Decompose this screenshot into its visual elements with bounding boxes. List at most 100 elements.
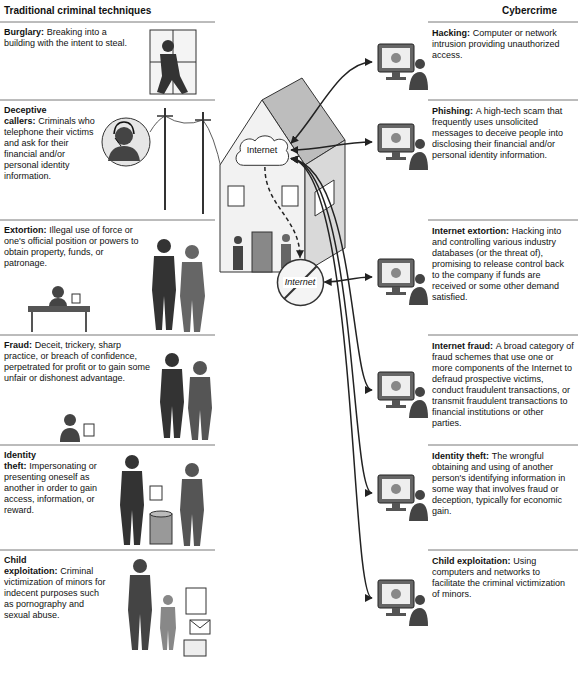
burglar-figure xyxy=(150,30,196,94)
house-illustration xyxy=(233,246,243,270)
cybercrime-entry: Child exploitation:Using computers and n… xyxy=(372,550,578,673)
fraud-scene xyxy=(165,353,179,367)
identity-theft-scene xyxy=(150,514,172,544)
connector-arrow xyxy=(265,167,300,258)
entry-term: Hacking: xyxy=(432,28,470,38)
crossed-circle-outline xyxy=(277,259,323,305)
row-divider xyxy=(428,100,578,101)
traditional-crime-entry: Child exploitation:Criminal victimizatio… xyxy=(4,555,110,621)
row-divider xyxy=(428,220,578,221)
computer-user-icon xyxy=(378,372,428,418)
entry-term: Identity theft: xyxy=(432,451,489,461)
identity-theft-scene xyxy=(150,486,162,500)
caller-figure xyxy=(115,138,121,146)
connector-arrow xyxy=(291,159,372,494)
extortion-scene xyxy=(49,298,67,306)
caller-figure xyxy=(108,146,140,161)
burglar-figure xyxy=(150,30,196,94)
child-exploitation-scene xyxy=(190,620,210,634)
extortion-scene xyxy=(31,312,33,332)
computer-user-icon xyxy=(378,259,428,305)
burglar-figure xyxy=(162,40,174,52)
row-divider xyxy=(0,335,215,336)
child-exploitation-scene xyxy=(128,559,210,656)
computer-user-icon xyxy=(378,124,428,170)
extortion-scene xyxy=(85,312,87,332)
fraud-scene xyxy=(160,369,184,438)
house-illustration xyxy=(252,232,272,272)
fraud-scene xyxy=(60,428,80,442)
identity-theft-scene xyxy=(150,511,172,517)
entry-definition: Hacking into and controlling various ind… xyxy=(432,226,564,302)
child-exploitation-scene xyxy=(128,575,152,650)
house-illustration xyxy=(220,100,305,272)
extortion-scene xyxy=(152,256,176,330)
computer-user-icon xyxy=(378,475,428,521)
identity-theft-scene xyxy=(120,471,144,545)
telephone-pole xyxy=(164,108,166,210)
extortion-scene xyxy=(28,306,90,312)
extortion-scene xyxy=(52,286,64,298)
entry-term: Child exploitation: xyxy=(4,555,58,576)
house-illustration xyxy=(282,234,290,242)
house-illustration xyxy=(228,186,244,206)
caller-figure xyxy=(102,118,150,166)
computer-user-icon xyxy=(378,44,428,626)
telephone-pole xyxy=(202,112,204,214)
extortion-scene xyxy=(72,294,80,303)
cybercrime-entry: Internet extortion:Hacking into and cont… xyxy=(372,220,578,335)
telephone-pole xyxy=(150,116,222,172)
fraud-scene xyxy=(84,424,94,436)
identity-theft-scene xyxy=(120,455,204,546)
child-exploitation-scene xyxy=(184,640,206,656)
row-divider xyxy=(0,445,215,446)
cybercrime-entry: Internet fraud:A broad category of fraud… xyxy=(372,335,578,445)
node-label: Internet xyxy=(247,145,278,156)
caller-figure xyxy=(102,118,150,166)
identity-theft-scene xyxy=(180,479,204,546)
row-divider xyxy=(0,22,215,23)
child-exploitation-scene xyxy=(160,607,176,650)
extortion-scene xyxy=(185,245,199,259)
entry-term: Child exploitation: xyxy=(432,556,511,566)
row-divider xyxy=(428,550,578,551)
computer-user-icon xyxy=(378,44,428,90)
column-heading: Cybercrime xyxy=(502,5,557,17)
cloud-outline xyxy=(236,136,289,165)
extortion-scene xyxy=(180,262,205,332)
caller-figure xyxy=(115,127,133,145)
child-exploitation-scene xyxy=(163,595,173,605)
entry-term: Internet extortion: xyxy=(432,226,509,236)
entry-definition: A broad category of fraud schemes that u… xyxy=(432,341,574,428)
computer-user-icon xyxy=(378,580,428,626)
traditional-crime-entry: Extortion:Illegal use of force or one's … xyxy=(4,225,140,269)
house-illustration xyxy=(220,78,345,272)
row-divider xyxy=(428,445,578,446)
row-divider xyxy=(428,22,578,23)
connector-arrow xyxy=(291,142,372,150)
entry-term: Phishing: xyxy=(432,106,473,116)
burglar-figure xyxy=(157,54,188,94)
row-divider xyxy=(0,220,215,221)
traditional-crime-entry: Deceptive callers:Criminals who telephon… xyxy=(4,105,98,182)
cybercrime-entry: Hacking:Computer or network intrusion pr… xyxy=(372,22,578,100)
row-divider xyxy=(0,100,215,101)
entry-term: Internet fraud: xyxy=(432,341,493,351)
column-heading: Traditional criminal techniques xyxy=(4,5,151,17)
fraud-scene xyxy=(64,414,76,426)
node-label: Internet xyxy=(283,277,318,288)
identity-theft-scene xyxy=(185,463,199,477)
entry-term: Fraud: xyxy=(4,340,32,350)
house-illustration xyxy=(282,186,298,206)
connector-arrow xyxy=(291,62,372,143)
connector-arrow xyxy=(291,159,372,599)
child-exploitation-scene xyxy=(186,588,206,614)
traditional-crime-entry: Burglary:Breaking into a building with t… xyxy=(4,27,132,49)
row-divider xyxy=(0,22,578,550)
cybercrime-entry: Phishing:A high-tech scam that frequentl… xyxy=(372,100,578,220)
child-exploitation-scene xyxy=(133,559,147,573)
traditional-crime-entry: Identity theft:Impersonating or presenti… xyxy=(4,450,110,516)
telephone-pole xyxy=(150,108,222,214)
internet-cloud: Internet xyxy=(233,133,291,167)
